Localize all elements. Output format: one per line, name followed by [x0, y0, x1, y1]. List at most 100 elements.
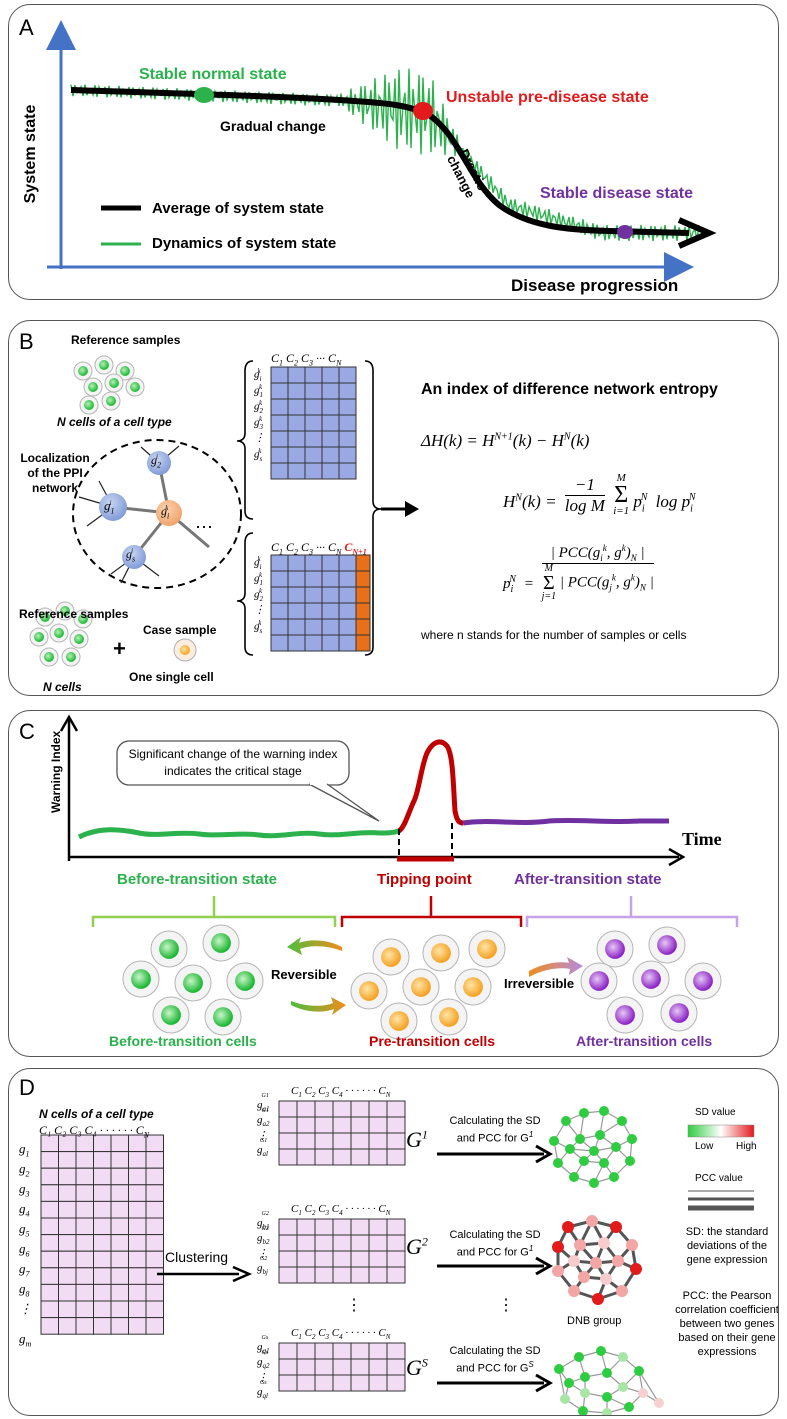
cluster-matrix-cell [296, 1374, 316, 1392]
cluster-matrix-cell [368, 1148, 388, 1166]
before-state-label: Before-transition state [117, 871, 278, 888]
matrix-row-label: gsk [254, 447, 263, 463]
matrix-cell [287, 382, 306, 400]
matrix-row-label: g2k [254, 587, 263, 603]
matrix-cell [128, 1151, 147, 1169]
matrix-cell [93, 1234, 112, 1252]
cluster-row-label: gqlGs [257, 1380, 268, 1401]
matrix-cell [321, 634, 340, 652]
cluster-matrix-cell [368, 1266, 388, 1284]
matrix-cell [58, 1217, 77, 1236]
matrix-cell [145, 1217, 164, 1236]
matrix-cell [321, 398, 340, 416]
matrix-cell [110, 1300, 129, 1319]
network-node [599, 1106, 609, 1116]
pre-cell-nucleus [477, 939, 497, 959]
cluster-matrix-cell [314, 1374, 334, 1392]
matrix-cell [338, 554, 357, 572]
cluster-matrix-cell [386, 1116, 406, 1134]
matrix-cell [75, 1200, 94, 1219]
matrix-cell [110, 1267, 129, 1285]
matrix-cell [110, 1151, 129, 1169]
node-gs-label: gsi [126, 547, 136, 564]
dnb-group-label: DNB group [567, 1315, 622, 1327]
matrix-cell [304, 398, 323, 416]
node-g2 [147, 451, 171, 475]
cluster-matrix-cell [386, 1342, 406, 1360]
network-node [625, 1156, 635, 1166]
formula-delta-h: ΔH(k) = HN+1(k) − HN(k) [421, 431, 590, 450]
matrix-cell [321, 618, 340, 636]
ref-cell-nucleus [130, 382, 140, 392]
matrix-cell [304, 634, 323, 652]
stable-disease-label: Stable disease state [540, 185, 693, 202]
network-node [553, 1158, 563, 1168]
matrix-cell [128, 1167, 147, 1186]
matrix-cell [58, 1300, 77, 1319]
d-vdots-right: ⋮ [498, 1297, 514, 1314]
matrix-cell [270, 586, 289, 604]
matrix-cell [75, 1300, 94, 1319]
matrix-cell [75, 1167, 94, 1186]
unstable-label: Unstable pre-disease state [446, 89, 649, 106]
node-g2-label: g2i [151, 453, 161, 470]
matrix-cell [304, 586, 323, 604]
network-node [617, 1116, 627, 1126]
network-node [561, 1116, 571, 1126]
before-cell-nucleus [213, 1007, 233, 1027]
irreversible-label: Irreversible [504, 976, 575, 991]
cluster-matrix-cell [296, 1148, 316, 1166]
cluster-matrix-cell [368, 1116, 388, 1134]
ref-cell-nucleus [84, 400, 94, 410]
matrix-cell [338, 366, 357, 384]
case-column-cell [355, 570, 371, 588]
matrix-bottom-header: C1 C2 C3 ··· CN CN+1 [271, 540, 367, 557]
matrix-row-label: g3k [254, 415, 263, 431]
cluster-matrix-cell [278, 1358, 298, 1376]
matrix-cell [58, 1151, 77, 1169]
matrix-cell [270, 446, 289, 464]
after-cell-nucleus [657, 935, 677, 955]
pre-cell-nucleus [431, 943, 451, 963]
stable-disease-dot [617, 225, 633, 239]
cluster-matrix-cell [314, 1266, 334, 1284]
node-gk-label: gik [161, 504, 170, 521]
main-matrix [40, 1134, 164, 1335]
network-node [552, 1265, 564, 1277]
matrix-cell [93, 1283, 112, 1302]
pre-cell-nucleus [359, 981, 379, 1001]
network-node [580, 1372, 590, 1382]
cluster-matrix-cell [314, 1358, 334, 1376]
network-node [626, 1239, 638, 1251]
network-gs [554, 1346, 664, 1415]
cluster-matrix-cell [350, 1234, 370, 1252]
main-row-label: g6 [19, 1241, 30, 1259]
matrix-cell [287, 430, 306, 448]
panel-label: B [19, 329, 34, 354]
matrix-cell [338, 382, 357, 400]
cluster-matrix-cell [368, 1250, 388, 1268]
stable-normal-dot [194, 87, 214, 103]
cluster-row-label: gb1G2 [257, 1211, 270, 1232]
pcc-value-label: PCC value [695, 1173, 743, 1184]
matrix-row-label: gik [254, 555, 262, 571]
ref-cell-nucleus [78, 614, 88, 624]
matrix-cell [145, 1283, 164, 1302]
cluster-row-label: gq1Gs [257, 1335, 270, 1356]
pre-cell-nucleus [381, 947, 401, 967]
matrix-cell [287, 446, 306, 464]
panel-c-figure [59, 714, 739, 1040]
network-node [579, 1108, 589, 1118]
node-gs [122, 545, 146, 569]
matrix-cell [145, 1151, 164, 1169]
matrix-cell [40, 1217, 59, 1236]
matrix-cell [145, 1300, 164, 1319]
matrix-cell [93, 1317, 112, 1335]
cluster-matrix-cell [278, 1342, 298, 1360]
main-row-label: gm [19, 1331, 32, 1349]
cluster-matrix-cell [386, 1250, 406, 1268]
cluster-row-label: galG1 [257, 1138, 268, 1159]
matrix-cell [40, 1317, 59, 1335]
matrix-cell [75, 1184, 94, 1202]
